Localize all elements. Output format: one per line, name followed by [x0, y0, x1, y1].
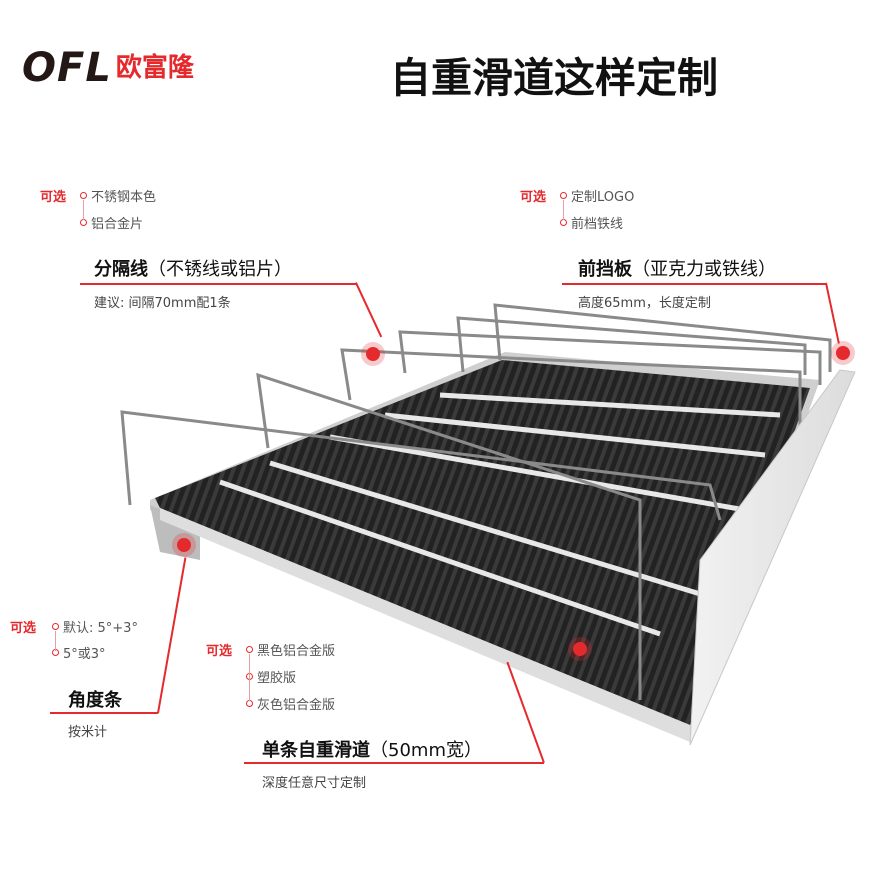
slide-track-option-1-text: 黑色铝合金版 — [257, 644, 336, 659]
tray-bottom-edge — [160, 508, 690, 742]
angle-strip-option-1: 默认: 5°+3° — [52, 617, 138, 636]
angle-strip-note: 按米计 — [68, 725, 108, 740]
divider-hotspot[interactable] — [366, 347, 380, 361]
slide-track-heading-paren: （50mm宽） — [370, 740, 482, 761]
slide-track-option-label: 可选 — [206, 644, 233, 659]
page-title: 自重滑道这样定制 — [390, 54, 718, 102]
slide-track-hotspot[interactable] — [573, 642, 587, 656]
logo-mark: OFL — [22, 45, 112, 91]
front-board-heading: 前挡板（亚克力或铁线） — [578, 255, 776, 281]
ring-bullet-icon — [560, 192, 567, 199]
front-board-option-2-text: 前档铁线 — [571, 217, 624, 232]
wire-dividers — [120, 303, 832, 700]
slide-track-heading-text: 单条自重滑道 — [262, 740, 370, 761]
front-board-connector — [563, 200, 564, 220]
divider-strips — [219, 392, 781, 637]
brand-logo: OFL 欧富隆 — [22, 48, 194, 88]
slide-track-option-2-text: 塑胶版 — [257, 671, 297, 686]
angle-strip-option-1-text: 默认: 5°+3° — [63, 621, 138, 636]
slide-track-note: 深度任意尺寸定制 — [262, 776, 367, 791]
slide-track-option-3: 灰色铝合金版 — [246, 694, 335, 713]
divider-option-2-text: 铝合金片 — [91, 217, 144, 232]
divider-option-1: 不锈钢本色 — [80, 186, 156, 205]
angle-strip-connector — [55, 631, 56, 651]
divider-option-label: 可选 — [40, 190, 67, 205]
slide-track-heading: 单条自重滑道（50mm宽） — [262, 736, 482, 762]
divider-heading-text: 分隔线 — [94, 259, 148, 280]
ring-bullet-icon — [80, 219, 87, 226]
angle-strip-underline — [50, 712, 158, 714]
front-board-option-1-text: 定制LOGO — [571, 190, 635, 205]
front-board-heading-paren: （亚克力或铁线） — [632, 259, 776, 280]
divider-note: 建议: 间隔70mm配1条 — [94, 296, 231, 311]
front-board-heading-text: 前挡板 — [578, 259, 632, 280]
angle-strip-hotspot[interactable] — [177, 538, 191, 552]
angle-strip-heading: 角度条 — [68, 690, 122, 711]
divider-option-1-text: 不锈钢本色 — [91, 190, 157, 205]
divider-option-2: 铝合金片 — [80, 213, 143, 232]
front-board-underline — [562, 283, 826, 285]
front-board-hotspot[interactable] — [836, 346, 850, 360]
ring-bullet-icon — [246, 646, 253, 653]
ring-bullet-icon — [246, 700, 253, 707]
angle-strip-option-2: 5°或3° — [52, 643, 106, 662]
divider-connector — [83, 200, 84, 220]
angle-strip-option-2-text: 5°或3° — [63, 647, 106, 662]
front-board — [689, 369, 856, 746]
front-board-note: 高度65mm，长度定制 — [578, 296, 711, 311]
slide-track-option-3-text: 灰色铝合金版 — [257, 698, 336, 713]
angle-strip-option-label: 可选 — [10, 621, 37, 636]
track-surface — [155, 360, 810, 725]
divider-heading: 分隔线（不锈线或铝片） — [94, 255, 292, 281]
front-board-option-2: 前档铁线 — [560, 213, 623, 232]
slide-track-underline — [244, 762, 544, 764]
front-board-option-1: 定制LOGO — [560, 186, 634, 205]
slide-track-option-2: 塑胶版 — [246, 667, 296, 686]
front-board-option-label: 可选 — [520, 190, 547, 205]
logo-chinese-name: 欧富隆 — [115, 53, 194, 83]
divider-heading-paren: （不锈线或铝片） — [148, 259, 292, 280]
slide-track-connector — [249, 654, 250, 701]
slide-track-option-1: 黑色铝合金版 — [246, 640, 335, 659]
ring-bullet-icon — [52, 623, 59, 630]
divider-underline — [80, 283, 356, 285]
ring-bullet-icon — [560, 219, 567, 226]
ring-bullet-icon — [80, 192, 87, 199]
